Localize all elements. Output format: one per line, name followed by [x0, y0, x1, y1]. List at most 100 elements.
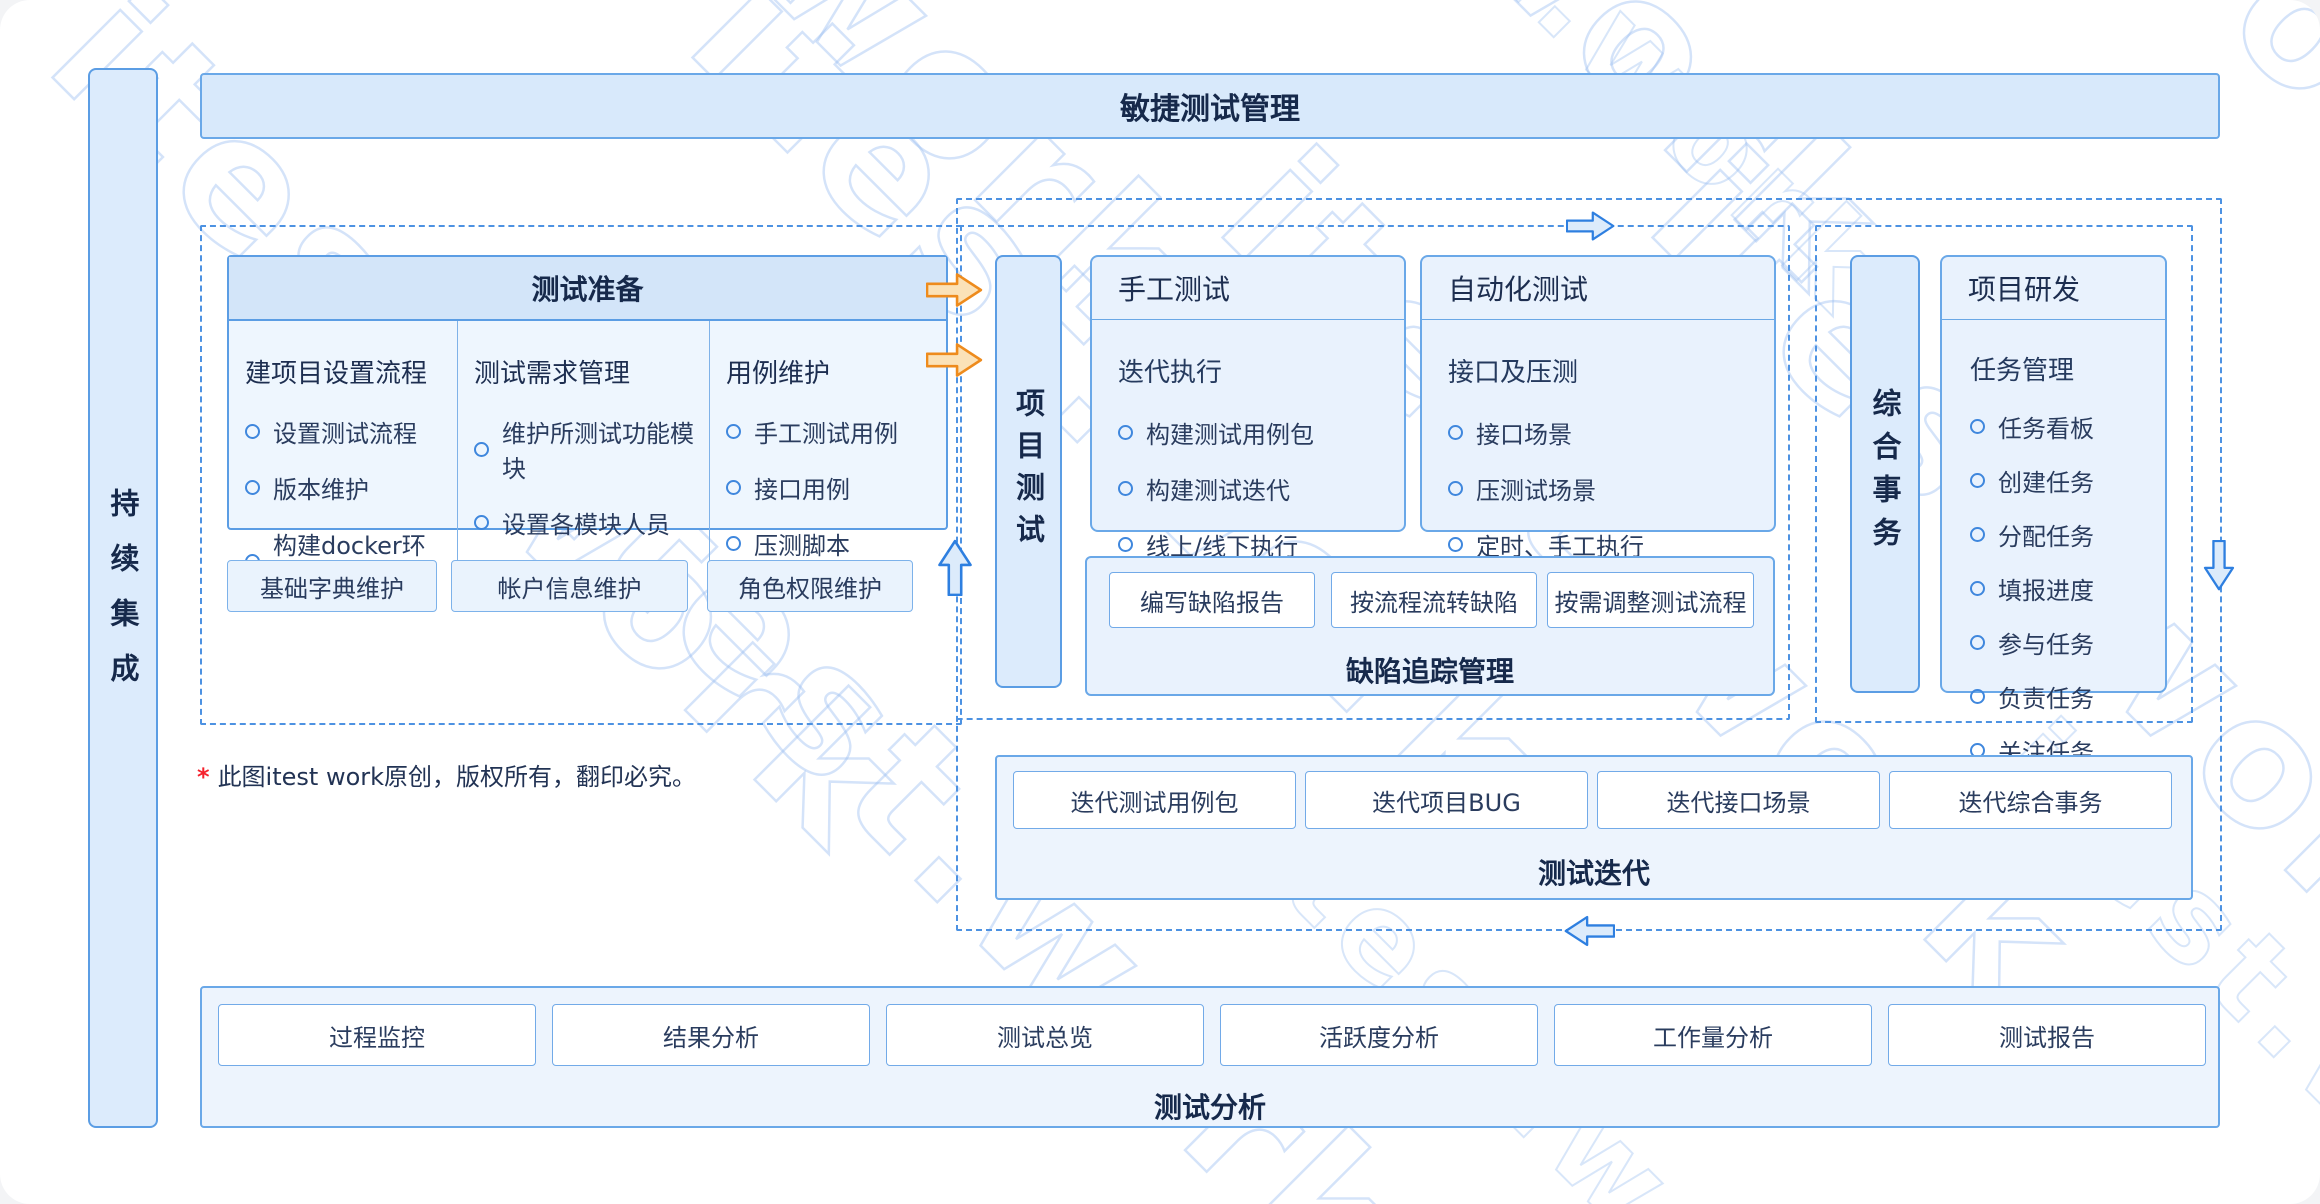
box-label: 迭代项目BUG — [1372, 788, 1521, 817]
list-item: 维护所测试功能模块 — [474, 414, 701, 484]
list-item-label: 构建测试用例包 — [1146, 421, 1314, 449]
list-item-label: 任务看板 — [1998, 415, 2094, 443]
agile-test-management-banner: 敏捷测试管理 — [200, 73, 2220, 139]
list-item: 创建任务 — [1970, 463, 2165, 498]
box-label: 测试报告 — [1999, 1023, 2095, 1052]
box-label: 工作量分析 — [1653, 1023, 1773, 1052]
box-label: 编写缺陷报告 — [1140, 588, 1284, 617]
box-label: 活跃度分析 — [1319, 1023, 1439, 1052]
list-item-label: 创建任务 — [1998, 469, 2094, 497]
list-item-label: 设置各模块人员 — [502, 511, 670, 539]
process-monitor-box: 过程监控 — [218, 1004, 536, 1066]
list-item-label: 设置测试流程 — [273, 420, 417, 448]
column-requirement-management: 测试需求管理 维护所测试功能模块 设置各模块人员 提交测试模块 — [457, 321, 709, 596]
list-item-label: 维护所测试功能模块 — [502, 420, 694, 483]
banner-title: 敏捷测试管理 — [1120, 92, 1300, 127]
box-label: 测试总览 — [997, 1023, 1093, 1052]
automated-test-subtitle: 接口及压测 — [1448, 358, 1579, 388]
bullet-circle-icon — [1448, 425, 1463, 440]
automated-test-header: 自动化测试 — [1422, 257, 1774, 320]
box-label: 角色权限维护 — [738, 574, 882, 603]
bullet-circle-icon — [1970, 527, 1985, 542]
box-label: 按流程流转缺陷 — [1350, 588, 1518, 617]
bullet-circle-icon — [1970, 419, 1985, 434]
list-item: 分配任务 — [1970, 517, 2165, 552]
iteration-misc-affairs-box: 迭代综合事务 — [1889, 771, 2172, 829]
box-label: 迭代测试用例包 — [1070, 788, 1239, 817]
project-dev-title: 项目研发 — [1968, 273, 2081, 306]
defect-flow-box: 按流程流转缺陷 — [1331, 572, 1537, 628]
box-label: 基础字典维护 — [260, 574, 404, 603]
list-item: 负责任务 — [1970, 679, 2165, 714]
list-item: 版本维护 — [245, 470, 449, 505]
test-report-box: 测试报告 — [1888, 1004, 2206, 1066]
bullet-circle-icon — [474, 515, 489, 530]
bullet-circle-icon — [726, 536, 741, 551]
test-preparation-panel: 测试准备 建项目设置流程 设置测试流程 版本维护 构建docker环境 测试需求… — [227, 255, 948, 596]
test-preparation-columns: 建项目设置流程 设置测试流程 版本维护 构建docker环境 测试需求管理 维护… — [229, 321, 946, 596]
list-item-label: 接口场景 — [1476, 421, 1572, 449]
iteration-api-scene-box: 迭代接口场景 — [1597, 771, 1880, 829]
misc-affairs-label: 综合事务 — [1868, 388, 1902, 560]
box-label: 按需调整测试流程 — [1554, 588, 1747, 617]
list-item: 手工测试用例 — [726, 414, 938, 449]
bullet-circle-icon — [245, 480, 260, 495]
box-label: 帐户信息维护 — [497, 574, 642, 603]
project-dev-subtitle: 任务管理 — [1970, 356, 2075, 386]
bullet-circle-icon — [1448, 537, 1463, 552]
list-item-label: 接口用例 — [754, 476, 850, 504]
test-iteration-label: 测试迭代 — [1537, 857, 1650, 890]
account-info-maintenance-box: 帐户信息维护 — [451, 560, 688, 612]
misc-affairs-dashed-container — [1815, 225, 2193, 723]
column-header: 建项目设置流程 — [245, 359, 428, 389]
bullet-circle-icon — [726, 424, 741, 439]
box-label: 迭代接口场景 — [1666, 788, 1811, 817]
list-item-label: 压测脚本 — [754, 532, 850, 560]
list-item-label: 填报进度 — [1998, 577, 2094, 605]
defect-tracking-panel: 编写缺陷报告 按流程流转缺陷 按需调整测试流程 缺陷追踪管理 — [1085, 556, 1775, 696]
red-asterisk-icon: * — [197, 763, 210, 791]
list-item-label: 负责任务 — [1998, 685, 2094, 713]
list-item: 接口场景 — [1448, 415, 1774, 450]
project-dev-panel: 项目研发 任务管理 任务看板 创建任务 分配任务 填报进度 参与任务 负责任务 … — [1940, 255, 2167, 767]
list-item: 构建测试用例包 — [1118, 415, 1404, 450]
bullet-circle-icon — [1970, 581, 1985, 596]
result-analysis-box: 结果分析 — [552, 1004, 870, 1066]
list-item: 参与任务 — [1970, 625, 2165, 660]
role-permission-maintenance-box: 角色权限维护 — [707, 560, 913, 612]
box-label: 迭代综合事务 — [1958, 788, 2103, 817]
bullet-circle-icon — [1118, 481, 1133, 496]
activity-analysis-box: 活跃度分析 — [1220, 1004, 1538, 1066]
automated-test-panel: 自动化测试 接口及压测 接口场景 压测试场景 定时、手工执行 — [1420, 255, 1776, 561]
copyright-text: 此图itest work原创，版权所有，翻印必究。 — [217, 763, 697, 791]
list-item: 压测试场景 — [1448, 471, 1774, 506]
write-defect-report-box: 编写缺陷报告 — [1109, 572, 1315, 628]
list-item: 压测脚本 — [726, 526, 938, 561]
box-label: 结果分析 — [663, 1023, 759, 1052]
manual-test-header: 手工测试 — [1092, 257, 1404, 320]
manual-test-subtitle: 迭代执行 — [1118, 358, 1223, 388]
list-item-label: 版本维护 — [273, 476, 369, 504]
iteration-case-package-box: 迭代测试用例包 — [1013, 771, 1296, 829]
manual-test-panel: 手工测试 迭代执行 构建测试用例包 构建测试迭代 线上/线下执行 — [1090, 255, 1406, 561]
continuous-integration-bar: 持续集成 — [88, 68, 158, 1128]
test-analysis-panel: 过程监控 结果分析 测试总览 活跃度分析 工作量分析 测试报告 测试分析 — [200, 986, 2220, 1128]
test-analysis-label: 测试分析 — [1153, 1091, 1266, 1124]
project-test-dashed-container — [956, 225, 1790, 720]
list-item: 接口用例 — [726, 470, 938, 505]
list-item: 设置测试流程 — [245, 414, 449, 449]
test-preparation-dashed-container — [200, 225, 962, 725]
test-overview-box: 测试总览 — [886, 1004, 1204, 1066]
column-header: 用例维护 — [726, 359, 831, 389]
box-label: 过程监控 — [329, 1023, 425, 1052]
list-item-label: 参与任务 — [1998, 631, 2094, 659]
list-item: 任务看板 — [1970, 409, 2165, 444]
bullet-circle-icon — [1118, 537, 1133, 552]
copyright-note: *此图itest work原创，版权所有，翻印必究。 — [197, 757, 696, 792]
bullet-circle-icon — [1448, 481, 1463, 496]
workload-analysis-box: 工作量分析 — [1554, 1004, 1872, 1066]
bullet-circle-icon — [1970, 635, 1985, 650]
list-item-label: 压测试场景 — [1476, 477, 1596, 505]
project-dev-header: 项目研发 — [1942, 257, 2165, 320]
